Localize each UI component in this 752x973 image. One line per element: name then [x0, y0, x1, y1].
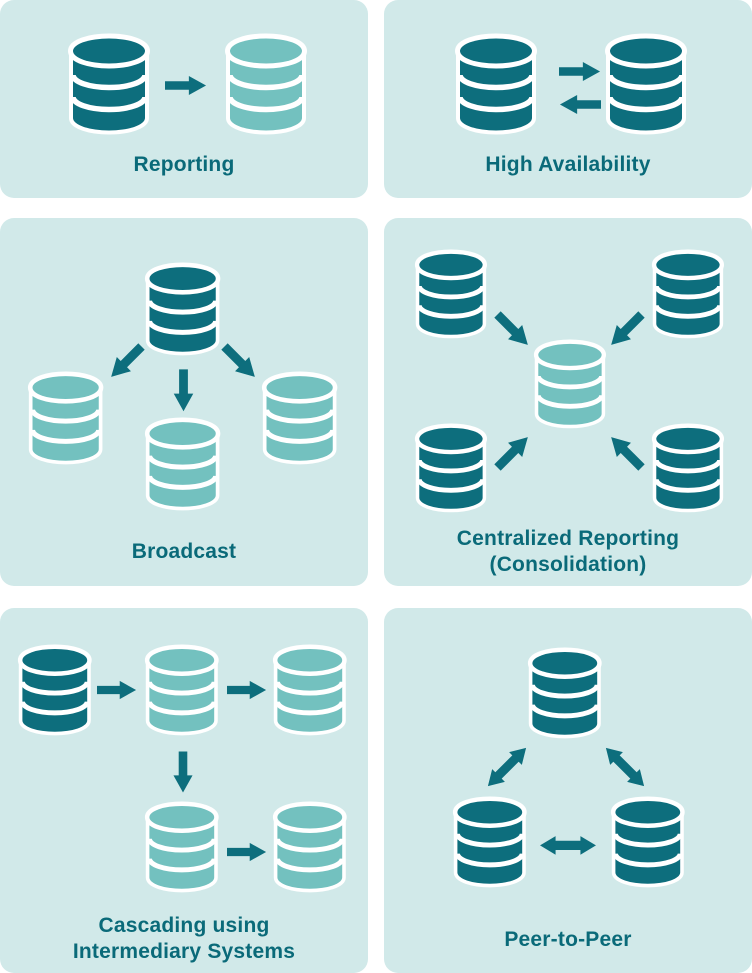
arrow-bidirectional-horizontal-icon	[539, 834, 597, 857]
database-icon-secondary-database	[604, 33, 688, 139]
arrow-bidirectional-diagonal-icon	[479, 739, 534, 794]
arrow-up-left-icon	[603, 429, 650, 476]
arrow-down-left-icon	[603, 307, 650, 354]
database-icon-central-replica-database	[533, 339, 607, 432]
database-icon-peer-database	[452, 796, 528, 891]
panel-high-availability: High Availability	[384, 0, 752, 198]
caption-line: Centralized Reporting	[456, 527, 680, 550]
caption-line: High Availability	[485, 153, 651, 176]
database-icon-intermediary-database	[144, 644, 220, 739]
arrow-up-right-icon	[490, 429, 537, 476]
panel-caption-peer-to-peer: Peer-to-Peer	[384, 927, 752, 953]
arrow-down-left-icon	[103, 339, 150, 386]
caption-line: Reporting	[133, 153, 235, 176]
panel-caption-high-availability: High Availability	[384, 152, 752, 178]
caption-line: Peer-to-Peer	[504, 928, 632, 951]
database-icon-peer-database	[610, 796, 686, 891]
panel-broadcast: Broadcast	[0, 218, 368, 586]
caption-line: Broadcast	[131, 540, 237, 563]
database-icon-replica-database	[261, 371, 338, 469]
arrow-right-icon	[165, 75, 207, 96]
database-icon-replica-database	[272, 644, 348, 739]
arrow-right-icon	[97, 680, 137, 700]
arrow-right-icon	[559, 61, 601, 82]
database-icon-source-database	[17, 644, 93, 739]
caption-line: (Consolidation)	[489, 553, 647, 576]
database-icon-source-database	[414, 249, 488, 342]
database-icon-replica-database	[272, 801, 348, 896]
caption-line: Intermediary Systems	[72, 940, 296, 963]
arrow-right-icon	[227, 680, 267, 700]
database-icon-intermediary-database	[144, 801, 220, 896]
panel-centralized-reporting: Centralized Reporting (Consolidation)	[384, 218, 752, 586]
database-icon-source-database	[651, 249, 725, 342]
panel-caption-reporting: Reporting	[0, 152, 368, 178]
arrow-down-right-icon	[490, 307, 537, 354]
arrow-bidirectional-diagonal-icon	[597, 739, 652, 794]
arrow-down-icon	[173, 751, 194, 793]
caption-line: Cascading using	[98, 914, 270, 937]
database-icon-peer-database	[527, 647, 603, 742]
database-icon-source-database	[414, 423, 488, 516]
arrow-down-icon	[172, 369, 194, 413]
panel-reporting: Reporting	[0, 0, 368, 198]
database-icon-replica-database	[224, 33, 308, 139]
database-icon-source-database	[67, 33, 151, 139]
panel-caption-centralized-reporting: Centralized Reporting (Consolidation)	[384, 526, 752, 578]
database-icon-replica-database	[27, 371, 104, 469]
arrow-right-icon	[227, 842, 267, 862]
panel-peer-to-peer: Peer-to-Peer	[384, 608, 752, 973]
panel-caption-broadcast: Broadcast	[0, 539, 368, 565]
arrow-down-right-icon	[217, 339, 264, 386]
database-icon-source-database	[651, 423, 725, 516]
arrow-left-icon	[559, 94, 601, 115]
database-icon-source-database	[144, 262, 221, 360]
database-icon-replica-database	[144, 417, 221, 515]
database-icon-primary-database	[454, 33, 538, 139]
